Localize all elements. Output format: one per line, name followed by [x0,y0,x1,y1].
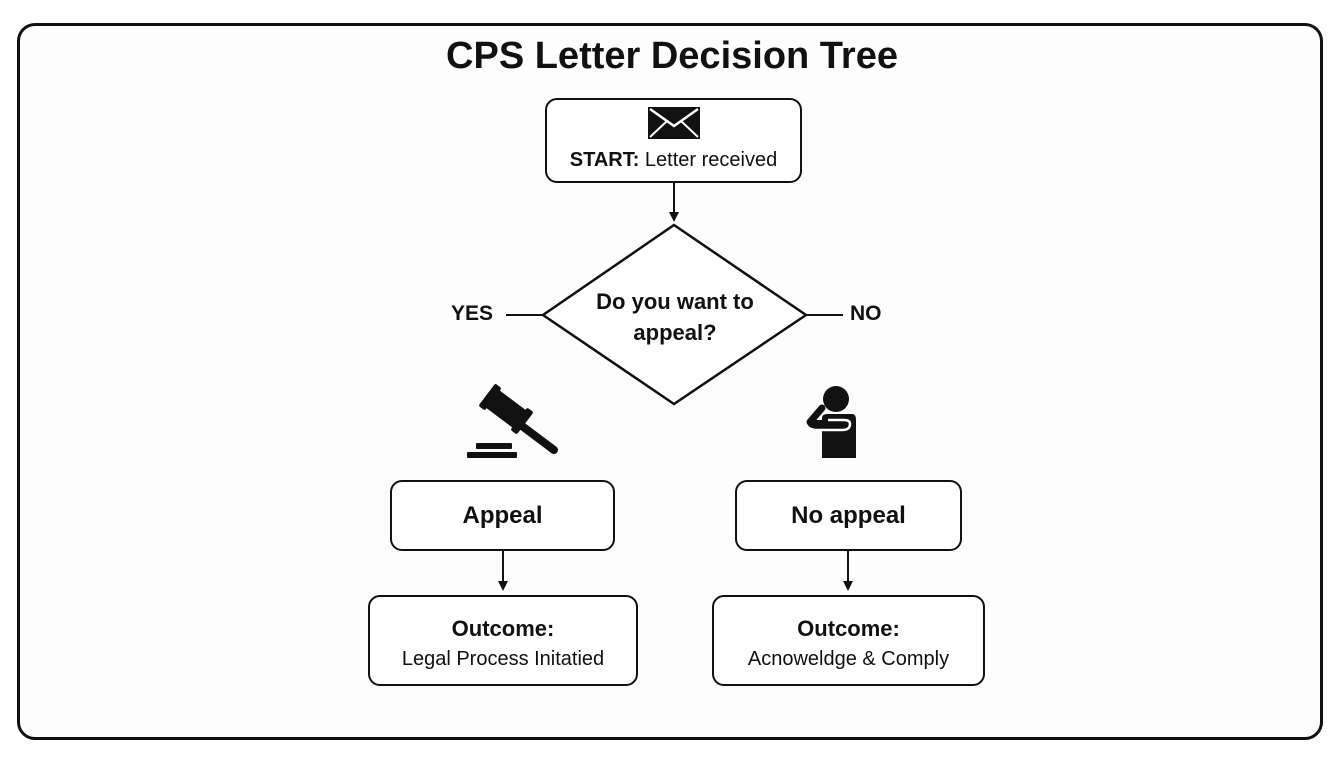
decision-question: Do you want to appeal? [596,289,754,345]
no-appeal-node: No appeal [735,480,962,551]
envelope-icon [648,107,700,139]
gavel-icon [467,384,558,458]
start-node: START: Letter received [545,98,802,183]
outcome-no-appeal-desc: Acnoweldge & Comply [747,648,950,670]
start-label-rest: Letter received [639,149,778,171]
diagram-title: CPS Letter Decision Tree [446,35,898,77]
outcome-appeal-title: Outcome: [451,616,555,641]
yes-label: YES [451,302,494,325]
start-label-bold: START: [569,149,640,171]
appeal-label: Appeal [462,501,543,529]
outcome-no-appeal-node: Outcome: Acnoweldge & Comply [712,595,985,686]
start-label: START: Letter received [547,148,800,172]
no-appeal-label: No appeal [791,501,906,529]
outcome-appeal-desc: Legal Process Initatied [401,648,605,670]
outcome-no-appeal-title: Outcome: [797,616,900,641]
appeal-node: Appeal [390,480,615,551]
no-label: NO [850,302,882,325]
person-thinking-icon [804,386,856,458]
decision-diamond [540,223,809,406]
outcome-appeal-node: Outcome: Legal Process Initatied [368,595,638,686]
